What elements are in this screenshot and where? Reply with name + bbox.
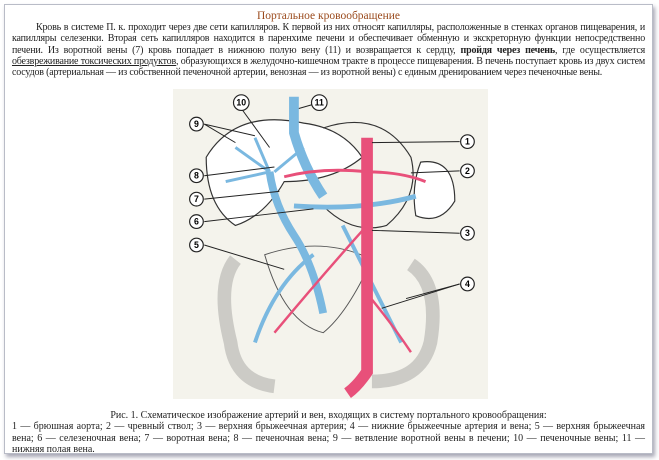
label-5: 5 [189, 237, 285, 270]
figure-caption: Рис. 1. Схематическое изображение артери… [12, 410, 645, 455]
svg-text:2: 2 [465, 166, 470, 176]
label-9: 9 [189, 116, 256, 144]
celiac-trunk [283, 168, 427, 183]
paragraph-text: , где осуществляется [554, 44, 645, 56]
paragraph-underlined-text: обезвреживание токсических продуктов [12, 55, 176, 67]
label-1: 1 [371, 134, 475, 150]
label-11: 11 [298, 94, 328, 112]
mesenteric-vein [253, 253, 315, 344]
spleen-outline [413, 161, 456, 220]
label-6: 6 [189, 208, 314, 229]
paragraph-text: , образующихся в желудочно-кишечном трак… [12, 55, 645, 79]
svg-text:11: 11 [315, 98, 324, 108]
label-10: 10 [232, 94, 270, 148]
hepatic-veins [225, 137, 305, 184]
intro-paragraph: Кровь в системе П. к. проходит через две… [12, 22, 645, 78]
label-3: 3 [371, 225, 475, 241]
inferior-vena-cava [289, 96, 328, 199]
paragraph-text: Кровь в системе П. к. проходит через две… [12, 22, 645, 56]
colon-right [371, 258, 440, 389]
svg-text:1: 1 [465, 137, 470, 147]
svg-text:4: 4 [465, 279, 470, 289]
small-intestine [264, 245, 373, 334]
abdominal-aorta [344, 137, 373, 398]
splenic-vein [293, 193, 417, 210]
portal-vein [265, 171, 328, 314]
label-2: 2 [410, 163, 475, 179]
svg-text:7: 7 [194, 194, 199, 204]
svg-text:3: 3 [465, 228, 470, 238]
stomach-outline [322, 121, 414, 229]
colon-left [217, 255, 276, 394]
portal-circulation-figure: 1 2 3 4 5 6 7 8 9 10 11 [173, 89, 488, 399]
svg-text:10: 10 [236, 98, 246, 108]
caption-title: Рис. 1. Схематическое изображение артери… [110, 410, 547, 421]
anatomy-diagram: 1 2 3 4 5 6 7 8 9 10 11 [189, 94, 475, 398]
svg-text:6: 6 [194, 217, 199, 227]
page-title: Портальное кровообращение [256, 10, 401, 22]
label-4: 4 [381, 276, 475, 309]
caption-legend: 1 — брюшная аорта; 2 — чревный ствол; 3 … [12, 421, 645, 455]
liver-outline [205, 119, 363, 227]
label-8: 8 [189, 166, 275, 184]
mesenteric-artery [273, 224, 412, 353]
svg-text:5: 5 [194, 240, 199, 250]
svg-text:8: 8 [194, 171, 199, 181]
svg-text:9: 9 [194, 119, 199, 129]
paragraph-bold-text: пройдя через печень [460, 44, 556, 56]
label-7: 7 [189, 190, 280, 207]
document-page: Портальное кровообращение Кровь в систем… [4, 4, 653, 455]
